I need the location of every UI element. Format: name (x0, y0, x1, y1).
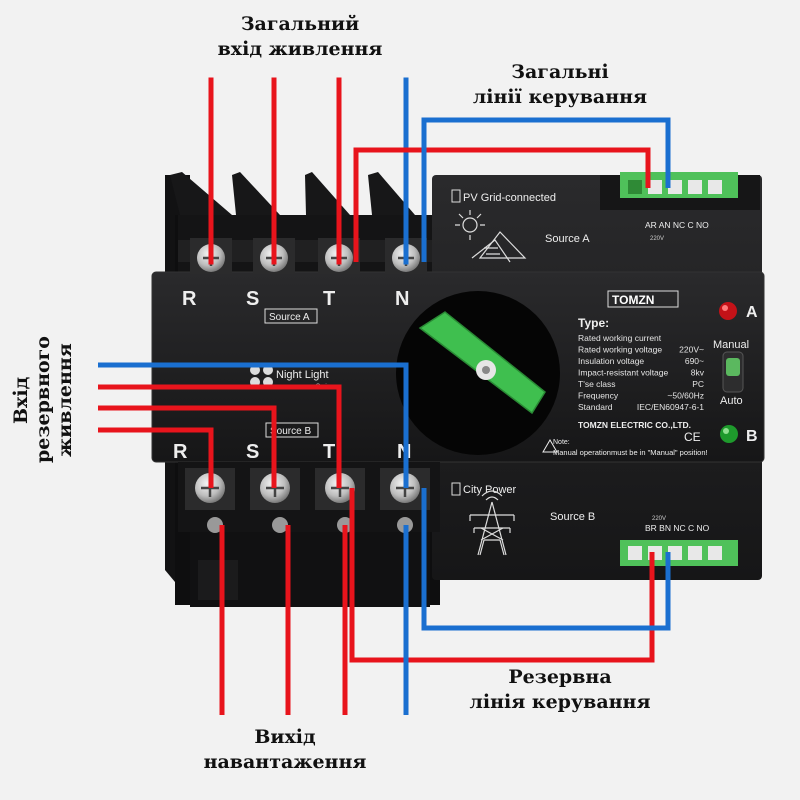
source-b-tag-box (265, 422, 319, 438)
spec-key: Rated working voltage (578, 345, 662, 355)
source-a-module: PV Grid-connected Source A AR AN NC C NO… (451, 172, 738, 263)
phase-letter-top: R (182, 288, 197, 310)
svg-text:B: B (746, 428, 758, 445)
wire-control-b-live (349, 488, 655, 663)
manual-auto-slider-thumb (726, 358, 740, 376)
label-load-output: Вихід навантаження (203, 726, 367, 773)
spec-key: Impact-resistant voltage (578, 368, 669, 378)
svg-text:City Power: City Power (463, 484, 517, 496)
svg-text:220V: 220V (650, 236, 664, 242)
spec-key: Standard (578, 402, 613, 412)
brand-box (607, 290, 679, 308)
label-backup-input: Вхід резервного живлення (10, 336, 76, 464)
phase-letter-bottom: S (246, 441, 259, 463)
source-a-tag-box (264, 308, 318, 324)
wire-backup-t (98, 384, 342, 488)
svg-text:Night Light: Night Light (276, 369, 329, 381)
solar-house-icon (455, 210, 527, 263)
wires-load-output (219, 525, 409, 715)
svg-text:Note:: Note: (553, 439, 570, 446)
spec-key: Frequency (578, 391, 619, 401)
wires-main-control (353, 117, 671, 262)
wire-control-b-neutral (421, 488, 671, 631)
svg-text:PV Grid-connected: PV Grid-connected (463, 192, 556, 204)
label-backup-control: Резервна лінія керування (469, 666, 651, 713)
top-fin (232, 172, 280, 215)
source-a-tag: Source A (269, 312, 310, 323)
indicator-a: A (719, 302, 758, 321)
phase-letter-top: T (323, 288, 335, 310)
rotary-knob[interactable] (396, 291, 560, 455)
top-fin (170, 172, 232, 215)
terminals-top-label: AR AN NC C NO (645, 220, 709, 230)
wire-control-a-neutral (421, 117, 671, 262)
type-title: Type: (578, 316, 609, 330)
source-a-title: Source A (545, 233, 590, 245)
auto-label: Auto (720, 395, 743, 407)
brand-logo: TOMZN (612, 293, 654, 307)
top-fin (368, 172, 415, 215)
power-tower-icon (469, 490, 515, 556)
spec-value: IEC/EN60947-6-1 (637, 402, 704, 412)
indicator-b: B (720, 425, 758, 445)
wires-backup-input (98, 362, 409, 488)
wire-backup-r (98, 427, 214, 488)
manual-note: Manual operationmust be in "Manual" posi… (553, 448, 708, 457)
svg-text:A: A (746, 304, 758, 321)
spec-value: ~50/60Hz (667, 391, 704, 401)
svg-text:220V: 220V (652, 516, 666, 522)
spec-key: Insulation voltage (578, 356, 644, 366)
ce-mark: CE (684, 430, 701, 444)
spec-value: 690~ (685, 356, 704, 366)
source-b-tag: Source B (270, 426, 311, 437)
wire-backup-n (98, 362, 409, 488)
phase-letter-bottom: R (173, 441, 188, 463)
wire-backup-s (98, 405, 277, 488)
wires-backup-control (349, 488, 671, 663)
manual-label: Manual (713, 339, 749, 351)
top-fin (305, 172, 350, 215)
spec-value: 220V~ (679, 345, 704, 355)
company-name: TOMZN ELECTRIC CO.,LTD. (578, 420, 691, 430)
wire-control-a-live (353, 147, 651, 262)
source-b-title: Source B (550, 511, 595, 523)
warning-triangle-icon (542, 439, 558, 453)
phase-letter-top: N (395, 288, 409, 310)
phase-letter-bottom: T (323, 441, 335, 463)
label-main-control: Загальні лінії керування (472, 61, 648, 108)
spec-value: 8kv (691, 368, 705, 378)
spec-value: PC (692, 379, 704, 389)
spec-key: Rated working current (578, 333, 662, 343)
label-main-input: Загальний вхід живлення (217, 13, 383, 60)
source-b-module: City Power Source B 220V BR BN NC C NO (451, 482, 738, 566)
wires-main-input (208, 77, 409, 265)
terminals-bottom-label: BR BN NC C NO (645, 523, 710, 533)
phase-letter-top: S (246, 288, 259, 310)
spec-key: T'se class (578, 379, 616, 389)
